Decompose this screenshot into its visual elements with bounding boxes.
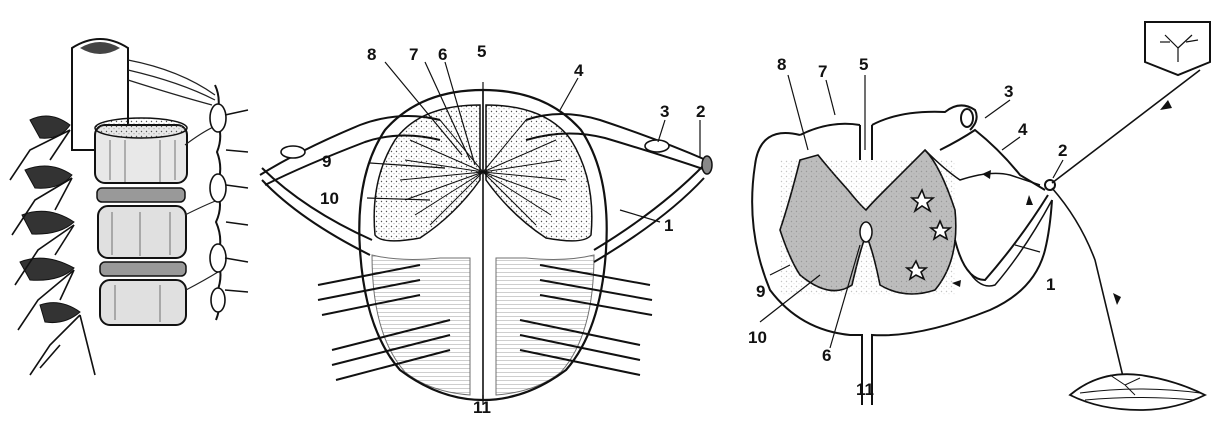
spine-column-illustration	[10, 39, 248, 375]
cord-label-10: 10	[320, 189, 339, 208]
cord-label-7: 7	[409, 45, 418, 64]
arc-label-8: 8	[777, 55, 786, 74]
cord-section-illustration: 1 2 3 4 5 6 7 8 9 10 11	[260, 42, 712, 417]
cord-label-2: 2	[696, 102, 705, 121]
arc-label-3: 3	[1004, 82, 1013, 101]
arc-label-7: 7	[818, 62, 827, 81]
cord-label-6: 6	[438, 45, 447, 64]
arc-label-6: 6	[822, 346, 831, 365]
arc-label-10: 10	[748, 328, 767, 347]
cord-label-11: 11	[473, 398, 491, 417]
arc-label-2: 2	[1058, 141, 1067, 160]
cord-label-3: 3	[660, 102, 669, 121]
cord-label-8: 8	[367, 45, 376, 64]
cord-label-1: 1	[664, 216, 673, 235]
arc-label-5: 5	[859, 55, 868, 74]
cord-label-4: 4	[574, 61, 584, 80]
reflex-arc-illustration: 1 2 3 4 5 6 7 8 9 10 11	[748, 22, 1210, 410]
arc-label-1: 1	[1046, 275, 1055, 294]
cord-label-5: 5	[477, 42, 486, 61]
arc-label-11: 11	[856, 380, 874, 399]
arc-label-9: 9	[756, 282, 765, 301]
arc-label-4: 4	[1018, 120, 1028, 139]
cord-label-9: 9	[322, 152, 331, 171]
